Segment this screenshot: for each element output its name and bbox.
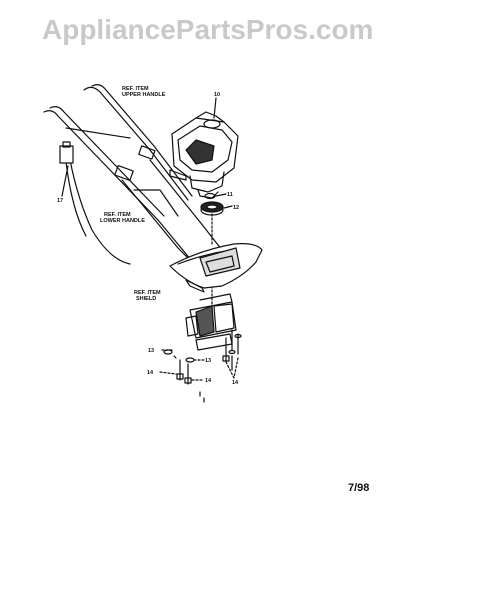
lower-handle-label-name: LOWER HANDLE [100,218,145,224]
leader-clutch [223,205,233,209]
shield-label-name: SHIELD [136,296,156,302]
engine [169,111,239,199]
bolt-left [176,359,184,381]
bolt-mid [184,363,192,385]
shield [169,243,263,293]
site-watermark: AppliancePartsPros.com [42,14,374,45]
part-number-bolt-mid: 14 [205,378,212,384]
part-number-switch: 17 [57,198,63,204]
leader-engine [213,97,217,119]
leader-bolt-left [159,371,177,375]
part-number-washer-top: 11 [227,192,233,198]
date-code: 7/98 [348,482,370,494]
debris-marks [173,355,205,403]
clutch-assembly [200,201,224,216]
washer-top [204,192,216,200]
leader-washer-top [215,193,227,197]
part-number-bolt-left: 14 [147,370,154,376]
washer-mid [185,357,195,363]
leader-switch [61,165,69,197]
upper-handle [43,84,193,221]
switch-box [59,141,74,164]
bolts-right [222,329,242,371]
transmission-housing [185,293,237,351]
leader-bolts-right [225,357,239,379]
shield-label-ref: REF. ITEM [134,290,161,296]
part-number-engine: 10 [214,92,220,98]
upper-handle-label-ref: REF. ITEM [122,86,149,92]
part-number-clutch: 12 [233,205,239,211]
lower-handle-label-ref: REF. ITEM [104,212,131,218]
upper-handle-label-name: UPPER HANDLE [122,92,166,98]
part-number-bolts-right: 14 [232,380,239,386]
part-number-washer-left: 13 [148,348,154,354]
part-number-washer-mid: 13 [205,358,211,364]
